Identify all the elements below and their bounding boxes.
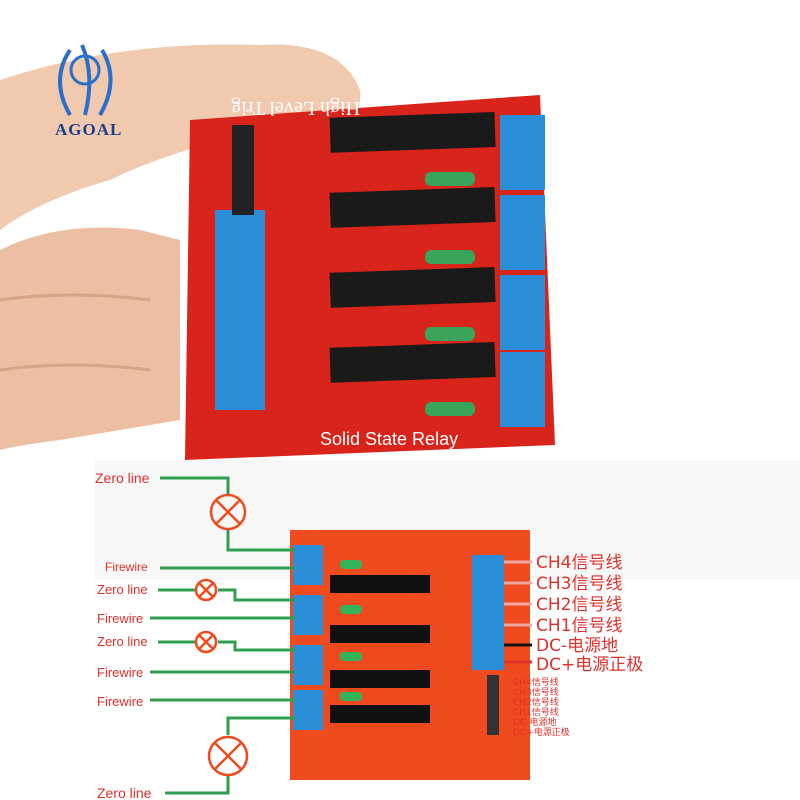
lamp-icon — [194, 578, 218, 602]
label-zero-line: Zero line — [97, 634, 148, 649]
small-label-ch1: CH1信号线 — [513, 706, 559, 718]
board-photo: High Level Trig Solid State Relay — [0, 44, 555, 460]
label-ch3-signal: CH3信号线 — [536, 574, 622, 594]
hand-fingers — [0, 227, 180, 450]
label-zero-line: Zero line — [97, 785, 152, 800]
label-zero-line: Zero line — [97, 582, 148, 597]
brand-logo-text: AGOAL — [55, 120, 123, 139]
diagram-right-terminals — [472, 555, 504, 670]
label-ch2-signal: CH2信号线 — [536, 595, 622, 615]
wiring-diagram: Zero line Firewire Zero line Firewire Ze… — [0, 460, 800, 800]
board-title-top: High Level Trig — [231, 97, 360, 119]
lamp-icon — [207, 735, 249, 777]
small-label-dc-minus: DC-电源地 — [513, 716, 556, 728]
small-label-ch2: CH2信号线 — [513, 696, 559, 708]
label-firewire: Firewire — [105, 560, 148, 574]
lamp-icon — [209, 493, 247, 531]
relay-board — [185, 95, 555, 460]
label-firewire: Firewire — [97, 694, 143, 709]
label-firewire: Firewire — [97, 665, 143, 680]
agoal-logo-icon — [58, 44, 113, 116]
label-dc-plus: DC+电源正极 — [536, 655, 643, 675]
label-ch4-signal: CH4信号线 — [536, 553, 622, 573]
label-dc-minus: DC-电源地 — [536, 636, 618, 656]
diagram-left-terminals — [293, 545, 323, 730]
label-firewire: Firewire — [97, 611, 143, 626]
label-ch1-signal: CH1信号线 — [536, 616, 622, 636]
label-zero-line: Zero line — [95, 470, 150, 486]
small-label-ch3: CH3信号线 — [513, 686, 559, 698]
small-label-dc-plus: DC+电源正极 — [513, 726, 570, 738]
small-label-ch4: CH4信号线 — [513, 676, 559, 688]
lamp-icon — [194, 630, 218, 654]
green-wires — [150, 476, 295, 795]
board-title-bottom: Solid State Relay — [320, 429, 458, 449]
